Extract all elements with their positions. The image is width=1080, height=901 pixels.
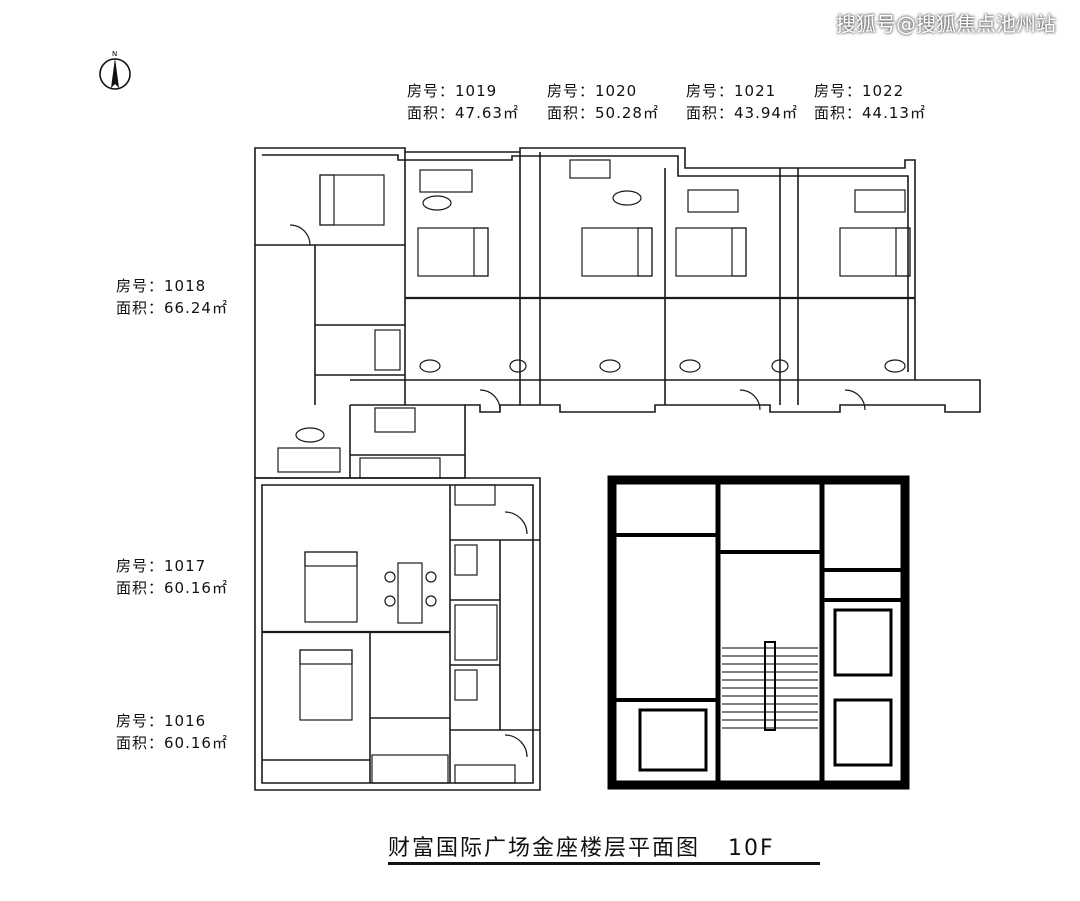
unit-label-1021: 房号：1021 面积：43.94㎡ [686,80,798,124]
north-arrow-icon: N [99,50,131,90]
room-number: 房号：1022 [814,82,905,100]
room-area: 面积：43.94㎡ [686,104,798,122]
room-area: 面积：60.16㎡ [116,734,228,752]
room-area: 面积：50.28㎡ [547,104,659,122]
unit-label-1018: 房号：1018 面积：66.24㎡ [116,275,228,319]
room-area: 面积：60.16㎡ [116,579,228,597]
room-number: 房号：1019 [407,82,498,100]
plan-title-text: 财富国际广场金座楼层平面图 [388,836,701,861]
title-underline [388,862,820,865]
room-number: 房号：1020 [547,82,638,100]
room-number: 房号：1017 [116,557,207,575]
unit-label-1019: 房号：1019 面积：47.63㎡ [407,80,519,124]
room-area: 面积：66.24㎡ [116,299,228,317]
watermark-text: 搜狐号@搜狐焦点池州站 [836,12,1056,36]
room-number: 房号：1016 [116,712,207,730]
room-number: 房号：1021 [686,82,777,100]
unit-label-1016: 房号：1016 面积：60.16㎡ [116,710,228,754]
room-number: 房号：1018 [116,277,207,295]
floor-number: 10F [728,836,775,861]
plan-title: 财富国际广场金座楼层平面图 10F [388,830,775,862]
unit-label-1022: 房号：1022 面积：44.13㎡ [814,80,926,124]
north-label: N [112,50,117,58]
room-area: 面积：44.13㎡ [814,104,926,122]
room-area: 面积：47.63㎡ [407,104,519,122]
unit-label-1017: 房号：1017 面积：60.16㎡ [116,555,228,599]
unit-label-1020: 房号：1020 面积：50.28㎡ [547,80,659,124]
